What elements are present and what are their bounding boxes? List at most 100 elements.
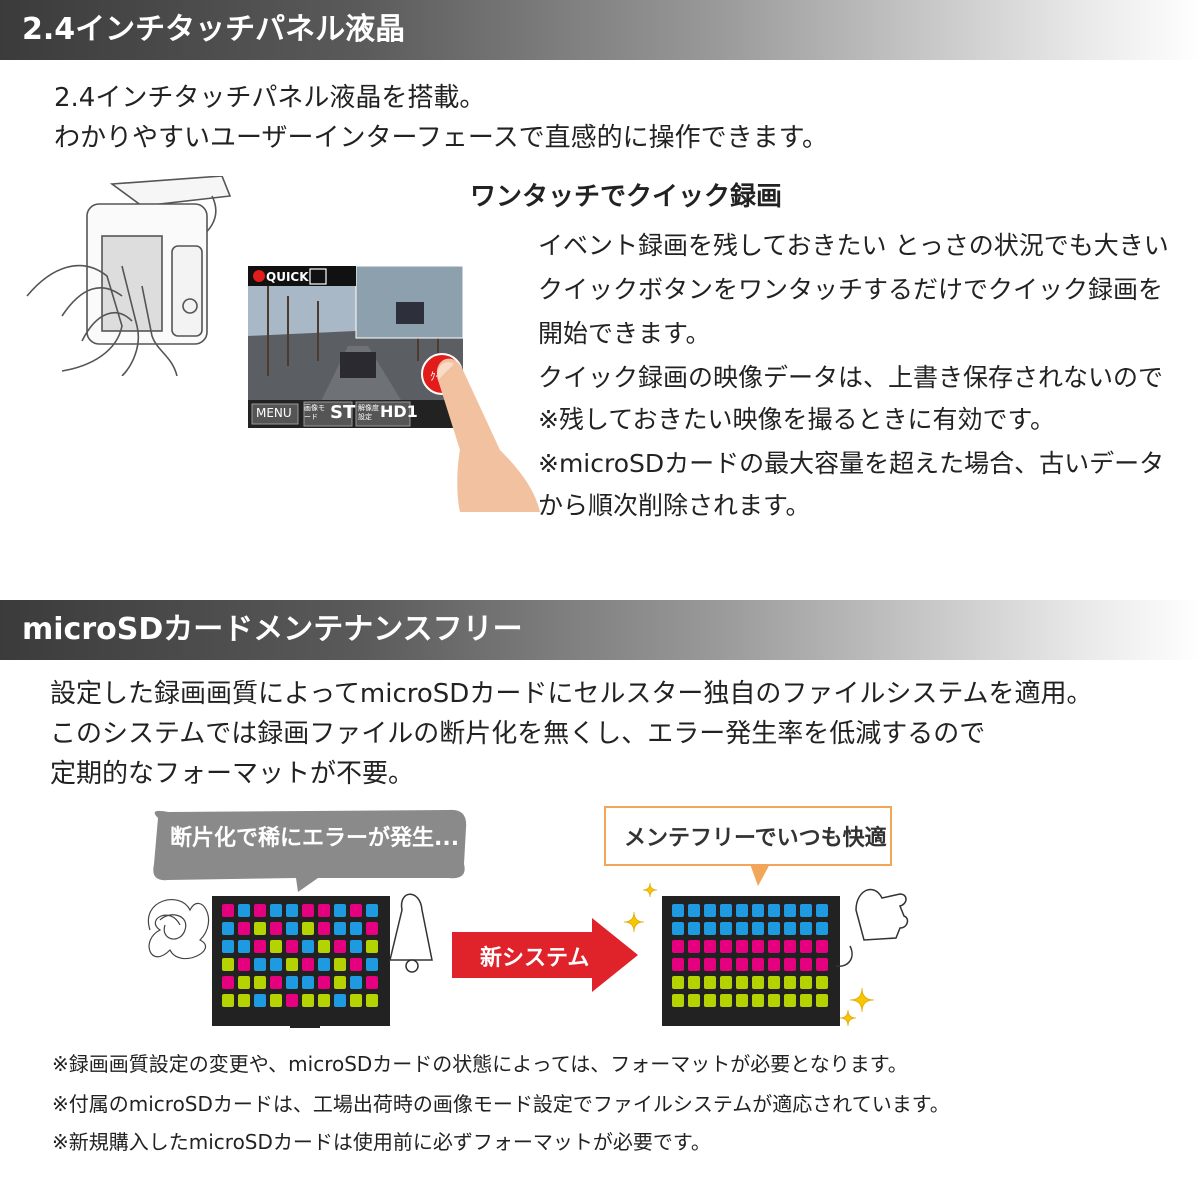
sd-card-fragmented	[147, 893, 433, 1028]
new-system-arrow	[452, 918, 638, 992]
ordered-block	[768, 976, 780, 989]
quick-line-3: 開始できます。	[538, 319, 711, 348]
fragment-block	[222, 976, 234, 989]
fragment-block	[222, 958, 234, 971]
ordered-block	[720, 994, 732, 1007]
fragment-block	[318, 994, 330, 1007]
quick-label: QUICK	[266, 270, 309, 284]
ordered-block	[704, 940, 716, 953]
comfort-bubble-tail	[750, 864, 770, 886]
fragment-block	[350, 940, 362, 953]
fragment-block	[334, 940, 346, 953]
fragment-block	[286, 958, 298, 971]
comfort-bubble-text: メンテフリーでいつも快適	[624, 826, 887, 851]
microsd-line-1: 設定した録画画質によってmicroSDカードにセルスター独自のファイルシステムを…	[50, 679, 1093, 709]
ordered-block	[752, 940, 764, 953]
fragment-block	[366, 976, 378, 989]
fragment-block	[318, 904, 330, 917]
ordered-block	[688, 976, 700, 989]
fragment-block	[238, 940, 250, 953]
fragment-block	[286, 940, 298, 953]
ordered-block	[688, 958, 700, 971]
ordered-block	[784, 922, 796, 935]
fragment-block	[238, 976, 250, 989]
fragment-block	[270, 976, 282, 989]
fragment-block	[334, 958, 346, 971]
note-1: ※録画画質設定の変更や、microSDカードの状態によっては、フォーマットが必要…	[52, 1052, 908, 1076]
ordered-block	[752, 922, 764, 935]
ordered-block	[752, 976, 764, 989]
new-system-label: 新システム	[480, 946, 590, 971]
sparkle-icon	[623, 911, 645, 933]
fragment-block	[238, 994, 250, 1007]
ordered-block	[768, 994, 780, 1007]
fragment-block	[350, 958, 362, 971]
resolution-value[interactable]: HD1	[380, 402, 418, 421]
note-3: ※新規購入したmicroSDカードは使用前に必ずフォーマットが必要です。	[52, 1130, 711, 1154]
fragment-block	[222, 940, 234, 953]
ordered-block	[688, 994, 700, 1007]
fragment-block	[222, 994, 234, 1007]
ordered-block	[816, 994, 828, 1007]
sparkle-icon	[642, 882, 658, 898]
fragment-block	[286, 922, 298, 935]
fragment-block	[238, 958, 250, 971]
fragment-block	[254, 904, 266, 917]
ordered-block	[672, 958, 684, 971]
fragment-block	[254, 940, 266, 953]
fragment-block	[270, 904, 282, 917]
ordered-block	[688, 940, 700, 953]
fragment-block	[334, 994, 346, 1007]
ordered-block	[672, 922, 684, 935]
fragment-block	[270, 958, 282, 971]
ordered-block	[800, 976, 812, 989]
quick-line-5: ※残しておきたい映像を撮るときに有効です。	[538, 405, 1055, 434]
camera-screen	[248, 266, 463, 428]
intro-line-2: わかりやすいユーザーインターフェースで直感的に操作できます。	[54, 123, 829, 153]
fragment-block	[238, 922, 250, 935]
fragment-block	[302, 994, 314, 1007]
ordered-block	[672, 940, 684, 953]
fragment-block	[302, 940, 314, 953]
fragment-block	[270, 940, 282, 953]
fragment-block	[270, 994, 282, 1007]
fragment-block	[350, 994, 362, 1007]
fragment-block	[334, 922, 346, 935]
ordered-block	[704, 994, 716, 1007]
quick-line-7: から順次削除されます。	[538, 491, 811, 520]
error-bubble-text: 断片化で稀にエラーが発生...	[170, 826, 460, 851]
ordered-block	[768, 958, 780, 971]
fragment-block	[286, 994, 298, 1007]
menu-button[interactable]: MENU	[256, 406, 292, 420]
ordered-block	[752, 958, 764, 971]
ordered-block	[816, 940, 828, 953]
ordered-block	[720, 958, 732, 971]
ordered-block	[672, 904, 684, 917]
ordered-block	[816, 976, 828, 989]
fragment-block	[318, 922, 330, 935]
fragment-block	[318, 958, 330, 971]
fragment-block	[366, 904, 378, 917]
ordered-block	[672, 994, 684, 1007]
fragment-block	[366, 922, 378, 935]
ordered-block	[800, 994, 812, 1007]
ordered-block	[720, 904, 732, 917]
fragment-block	[302, 976, 314, 989]
ordered-block	[704, 958, 716, 971]
ordered-block	[768, 922, 780, 935]
ordered-block	[784, 976, 796, 989]
ordered-block	[816, 922, 828, 935]
quick-line-6: ※microSDカードの最大容量を超えた場合、古いデータ	[538, 449, 1165, 478]
quick-record-title: ワンタッチでクイック録画	[470, 182, 783, 212]
fragment-block	[254, 976, 266, 989]
microsd-line-2: このシステムでは録画ファイルの断片化を無くし、エラー発生率を低減するので	[50, 719, 986, 749]
finger-illustration	[436, 358, 540, 512]
note-2: ※付属のmicroSDカードは、工場出荷時の画像モード設定でファイルシステムが適…	[52, 1092, 950, 1116]
ordered-block	[704, 922, 716, 935]
resolution-label: 解像度設定	[358, 404, 379, 421]
quick-line-1: イベント録画を残しておきたい とっさの状況でも大きい	[538, 231, 1169, 260]
ordered-block	[736, 994, 748, 1007]
mode-value[interactable]: ST	[330, 402, 356, 423]
ordered-block	[736, 940, 748, 953]
fragment-block	[334, 904, 346, 917]
